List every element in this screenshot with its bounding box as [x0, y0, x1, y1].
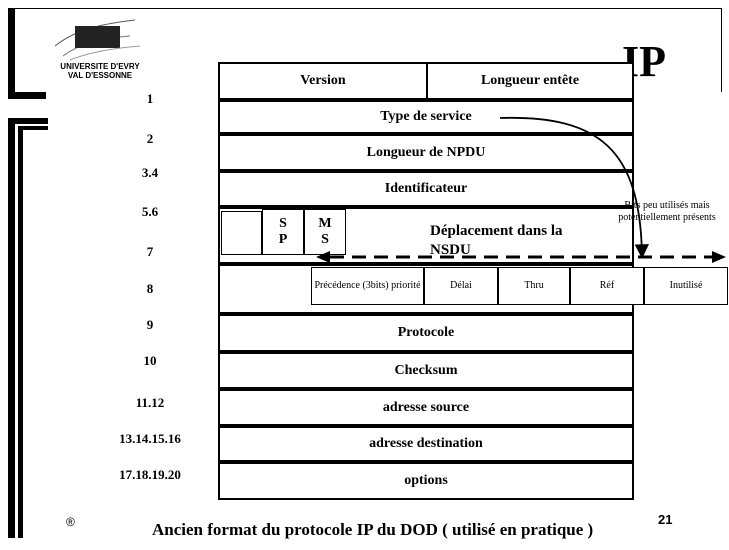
- row-number: 2: [146, 131, 154, 146]
- bit-ref: Réf: [570, 267, 644, 305]
- left-bar-lower-inner-head: [18, 126, 48, 130]
- row-number: 9: [146, 317, 154, 332]
- flag-reserved: [221, 211, 262, 255]
- registered-mark: ®: [66, 515, 75, 529]
- bit-delai: Délai: [424, 267, 498, 305]
- left-bar-lower-head: [8, 118, 48, 124]
- frame-right-line: [721, 8, 722, 92]
- row-number: 8: [146, 281, 154, 296]
- field-identificateur: Identificateur: [218, 171, 634, 207]
- university-line1: UNIVERSITE D'EVRY: [60, 62, 140, 71]
- field-protocole: Protocole: [218, 314, 634, 352]
- page-number: 21: [658, 512, 673, 527]
- university-line2: VAL D'ESSONNE: [67, 71, 133, 80]
- bit-thru: Thru: [498, 267, 570, 305]
- row-number: 13.14.15.16: [119, 431, 181, 446]
- field-deplacement: Déplacement dans la NSDU: [430, 223, 563, 258]
- flag-ms-label: M S: [318, 216, 332, 247]
- row-number: 11.12: [135, 395, 165, 410]
- university-logo: [55, 19, 140, 61]
- row-number: 1: [146, 91, 154, 106]
- field-options: options: [218, 462, 634, 500]
- field-adresse-destination: adresse destination: [218, 426, 634, 462]
- flag-sp: S P: [262, 209, 304, 255]
- annotation-bits: Bits peu utilisés mais potentiellement p…: [618, 200, 716, 223]
- field-version: Version: [218, 62, 428, 100]
- bit-inutilise: Inutilisé: [644, 267, 728, 305]
- bit-precedence-label: Précédence (3bits) priorité: [314, 280, 421, 291]
- row-number: 5.6: [141, 204, 159, 219]
- bit-ref-label: Réf: [599, 280, 615, 291]
- left-bar-upper-foot: [8, 92, 46, 99]
- left-bar-lower-inner: [18, 126, 23, 538]
- bit-precedence: Précédence (3bits) priorité: [311, 267, 424, 305]
- row-number: 10: [143, 353, 157, 368]
- bit-thru-label: Thru: [524, 280, 544, 291]
- field-type-service: Type de service: [218, 100, 634, 134]
- left-bar-upper: [8, 8, 15, 98]
- row-number: 7: [146, 244, 154, 259]
- row-number: 17.18.19.20: [119, 467, 181, 482]
- field-adresse-source: adresse source: [218, 389, 634, 426]
- slide-caption: Ancien format du protocole IP du DOD ( u…: [152, 520, 594, 539]
- bit-inutilise-label: Inutilisé: [669, 280, 703, 291]
- row-number: 3.4: [141, 165, 159, 180]
- curved-arrow: [499, 116, 649, 259]
- frame-top-line: [8, 8, 721, 9]
- field-checksum: Checksum: [218, 352, 634, 389]
- dashed-arrow-right: [712, 251, 726, 263]
- dashed-arrow-left: [316, 251, 330, 263]
- left-bar-lower: [8, 120, 15, 538]
- field-longueur-npdu: Longueur de NPDU: [218, 134, 634, 171]
- flag-sp-label: S P: [278, 216, 288, 247]
- bit-delai-label: Délai: [450, 280, 472, 291]
- field-longueur-entete: Longueur entête: [426, 62, 634, 100]
- university-name: UNIVERSITE D'EVRY VAL D'ESSONNE: [40, 62, 160, 80]
